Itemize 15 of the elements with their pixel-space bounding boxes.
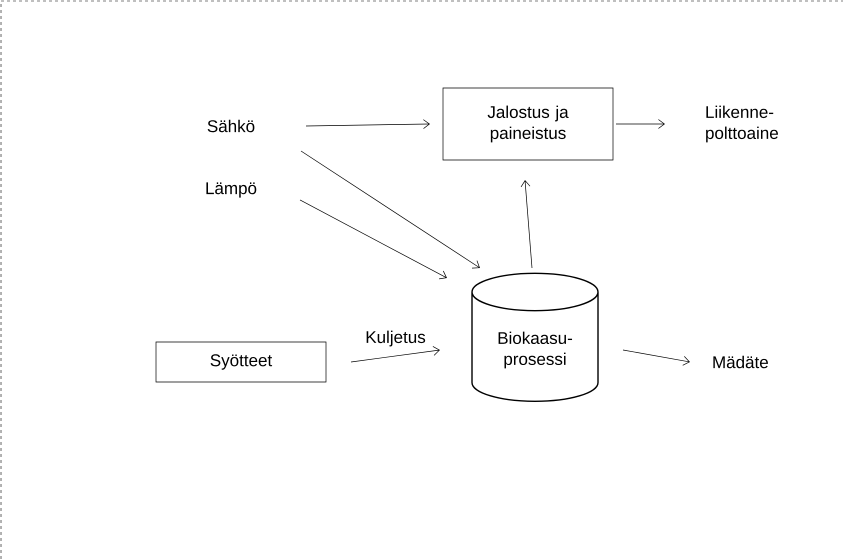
arrow <box>306 119 430 129</box>
arrow <box>300 200 447 280</box>
text-label: Mädäte <box>713 356 768 368</box>
process-box: Jalostus ja paineistus <box>442 88 614 160</box>
arrow <box>616 119 665 129</box>
arrow <box>622 350 690 366</box>
tank-cylinder: Biokaasu-prosessi <box>471 272 599 402</box>
arrow <box>520 180 532 268</box>
text-label: Lämpö <box>206 182 256 198</box>
text-label: Liikenne-polttoaine <box>706 106 778 142</box>
edge-label: Kuljetus <box>366 330 426 346</box>
process-box: Syötteet <box>156 342 326 382</box>
arrow <box>300 150 480 269</box>
arrow <box>350 346 440 362</box>
text-label: Sähkö <box>208 120 254 132</box>
